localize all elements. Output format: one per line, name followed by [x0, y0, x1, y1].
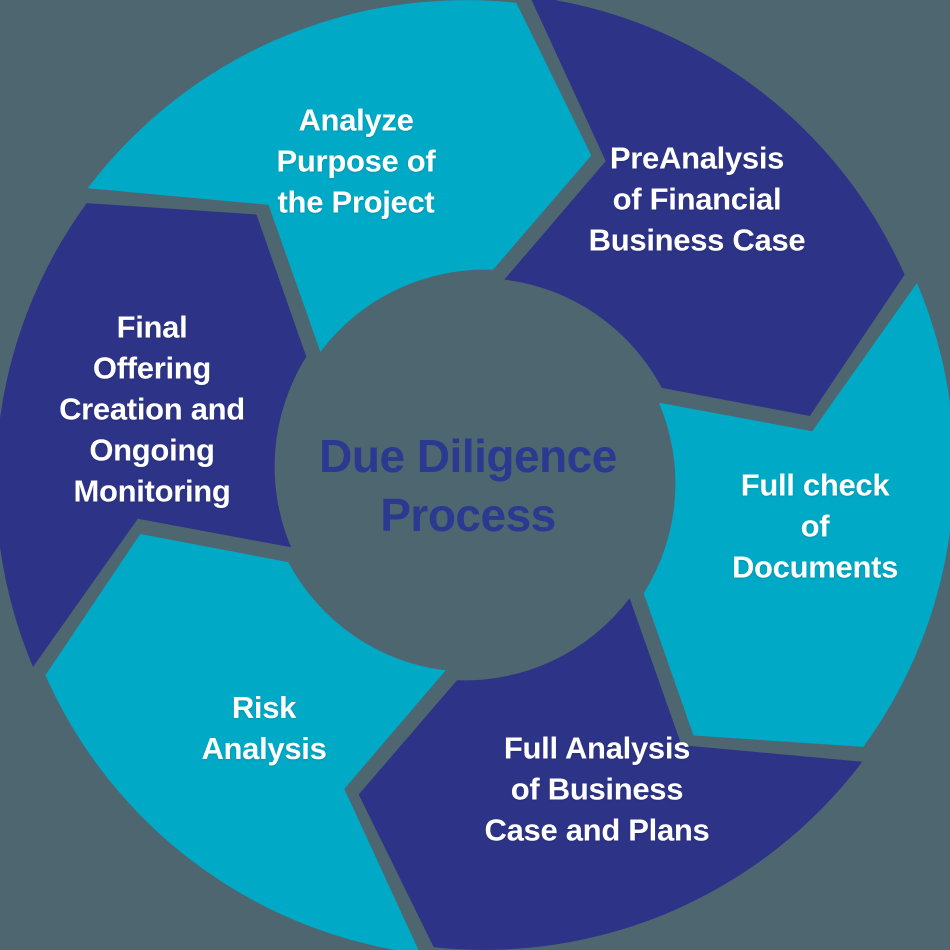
- segment-arrow-3: [358, 598, 863, 950]
- segment-arrow-4: [45, 534, 446, 950]
- segment-arrow-0: [87, 0, 592, 352]
- segment-arrow-1: [504, 0, 905, 416]
- segment-label-full-analysis-business: Full Analysis of Business Case and Plans: [484, 730, 710, 848]
- segment-label-final-offering-monitoring: Final Offering Creation and Ongoing Moni…: [59, 309, 245, 509]
- segment-arrow-5: [0, 203, 307, 667]
- segment-arrow-2: [643, 283, 950, 747]
- segment-label-analyze-purpose: Analyze Purpose of the Project: [276, 102, 436, 220]
- center-title: Due Diligence Process: [319, 430, 617, 541]
- segment-label-full-check-documents: Full check of Documents: [731, 467, 899, 585]
- segment-label-risk-analysis: Risk Analysis: [201, 690, 327, 766]
- segment-label-preanalysis-financial: PreAnalysis of Financial Business Case: [588, 140, 806, 258]
